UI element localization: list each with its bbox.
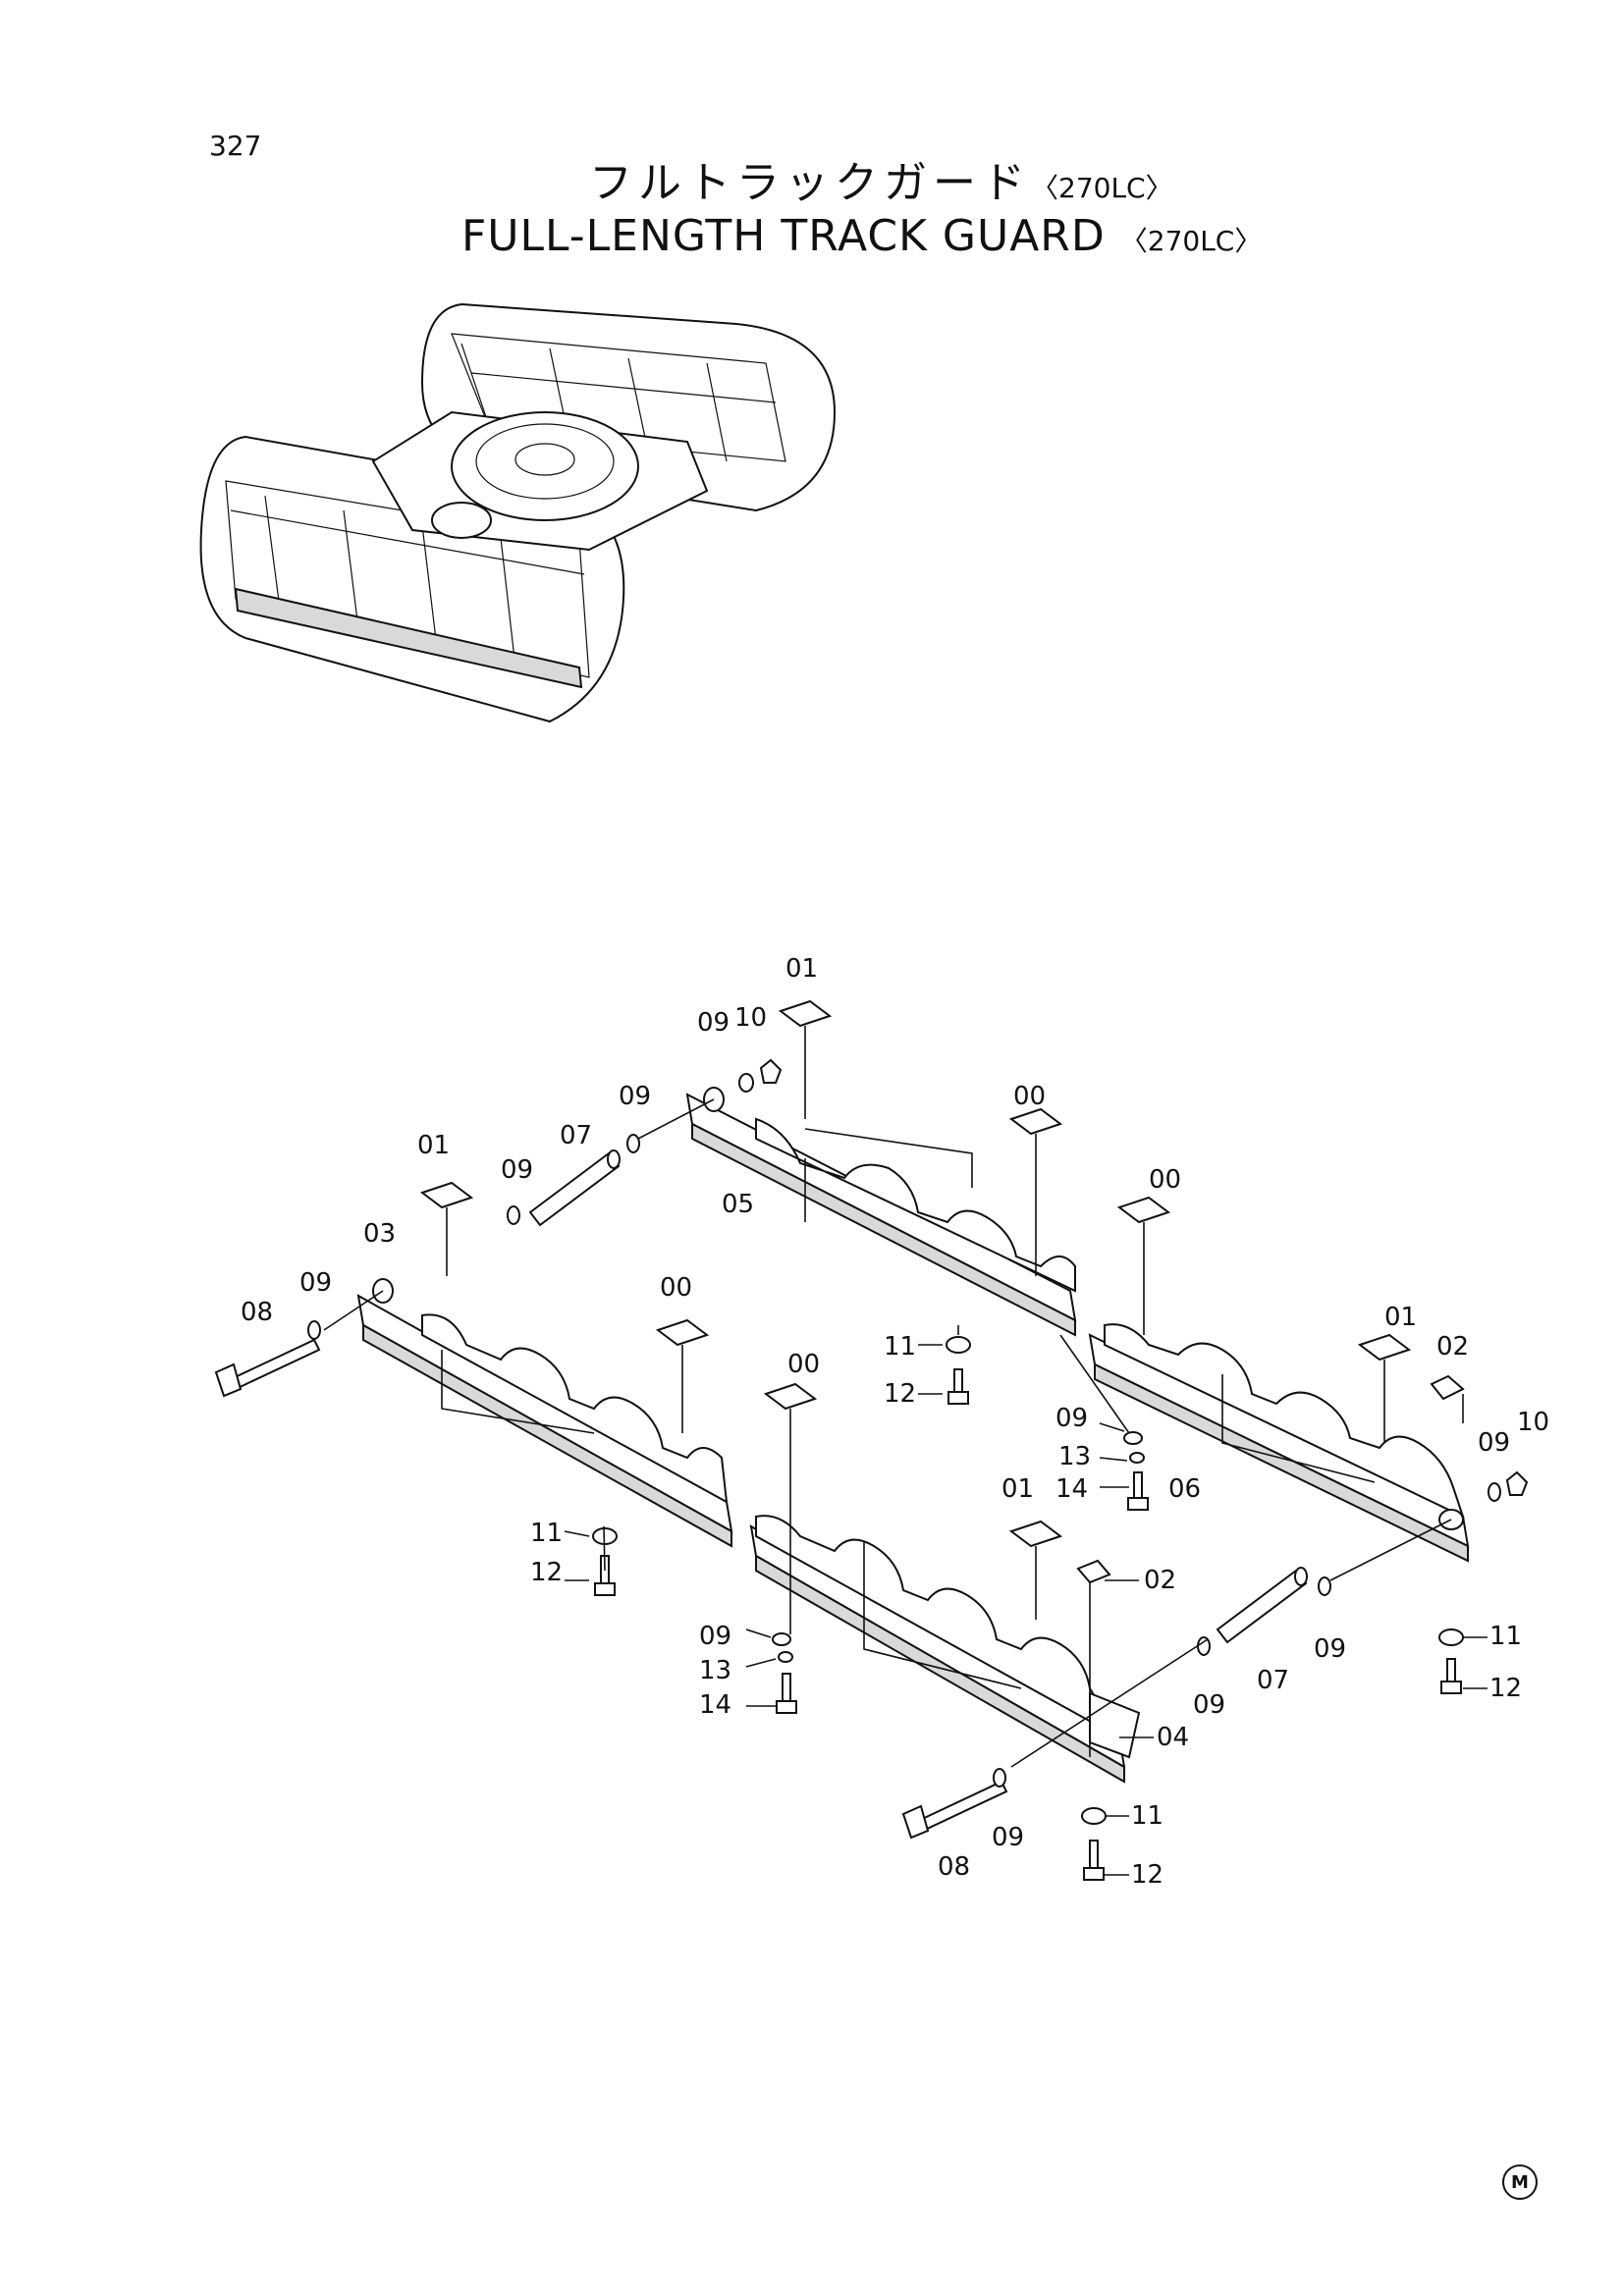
callout-14-mid: 14 <box>1055 1474 1088 1504</box>
center-joint <box>431 502 492 539</box>
guard-rail-04 <box>749 1515 1141 1784</box>
callout-01-right: 01 <box>1384 1303 1417 1332</box>
callout-13-mid: 13 <box>1058 1442 1091 1471</box>
pins <box>528 1149 1308 1644</box>
callout-12-bottom: 12 <box>1131 1860 1163 1890</box>
pin-07-right <box>1216 1569 1308 1644</box>
callout-00-b: 00 <box>1149 1165 1181 1195</box>
swing-bearing <box>451 411 639 521</box>
manufacturer-mark: M <box>1502 2164 1538 2200</box>
callout-00-c: 00 <box>660 1273 692 1303</box>
shim-00-a <box>1008 1107 1063 1136</box>
leader-lines <box>323 1026 1488 1876</box>
title-english: FULL-LENGTH TRACK GUARD 〈270LC〉 <box>461 211 1262 261</box>
shim-01-top <box>778 999 833 1028</box>
callout-12-left: 12 <box>530 1558 563 1587</box>
callout-07-right: 07 <box>1257 1666 1289 1695</box>
title-japanese: フルトラックガード〈270LC〉 <box>589 147 1173 210</box>
callout-06: 06 <box>1168 1474 1201 1504</box>
callout-01-top: 01 <box>785 954 818 984</box>
callout-09-pin: 09 <box>619 1082 651 1111</box>
callout-09-mid: 09 <box>1055 1404 1088 1433</box>
guard-rail-05 <box>685 1087 1077 1337</box>
center-frame <box>371 410 709 552</box>
callout-13-low: 13 <box>699 1656 731 1685</box>
shim-00-c <box>655 1318 710 1347</box>
callout-00-a: 00 <box>1013 1082 1046 1111</box>
pin-07-left <box>528 1151 621 1227</box>
callout-14-low: 14 <box>699 1690 731 1720</box>
callout-09-pin-right: 09 <box>1314 1634 1346 1664</box>
title-en-text: FULL-LENGTH TRACK GUARD <box>461 211 1106 261</box>
callout-09-low: 09 <box>699 1622 731 1651</box>
callout-02-right: 02 <box>1436 1332 1469 1362</box>
spacers-and-bolts <box>592 1336 1464 1881</box>
callout-08-bottom: 08 <box>938 1852 970 1882</box>
callout-12-mid: 12 <box>884 1379 916 1409</box>
callout-05: 05 <box>722 1190 754 1219</box>
bolts-08 <box>214 1338 1008 1840</box>
guard-rail-06 <box>1088 1323 1470 1563</box>
bolt-08-left <box>229 1338 321 1391</box>
callout-12-right: 12 <box>1489 1674 1522 1703</box>
page-number: 327 <box>209 130 262 162</box>
shim-01-left <box>419 1181 474 1209</box>
callout-09-lower: 09 <box>1193 1690 1225 1720</box>
callout-04: 04 <box>1157 1723 1189 1752</box>
callout-labels: 01 09 10 09 00 07 01 00 09 05 03 09 00 0… <box>241 954 1549 1890</box>
undercarriage-illustration <box>199 302 837 723</box>
exploded-view: 01 09 10 09 00 07 01 00 09 05 03 09 00 0… <box>214 954 1549 1890</box>
callout-09-right: 09 <box>1478 1428 1510 1458</box>
nuts-10 <box>759 1058 1529 1496</box>
nut-02-bottom <box>1076 1559 1111 1584</box>
callout-11-mid: 11 <box>884 1332 916 1362</box>
callout-03: 03 <box>363 1219 396 1249</box>
callout-09-bolt: 09 <box>299 1268 332 1298</box>
callout-01-left: 01 <box>417 1131 450 1160</box>
callout-01-bottom: 01 <box>1001 1474 1034 1504</box>
model-tag-jp: 〈270LC〉 <box>1031 172 1173 204</box>
shim-00-b <box>1116 1196 1171 1224</box>
callout-09-left: 09 <box>501 1155 533 1185</box>
shim-00-d <box>763 1382 818 1411</box>
washers-09 <box>307 1073 1501 1788</box>
callout-10-right: 10 <box>1517 1408 1549 1437</box>
callout-09-bottom: 09 <box>992 1823 1024 1852</box>
shim-01-bottom <box>1008 1520 1063 1548</box>
guard-rail-03 <box>356 1278 733 1548</box>
callout-00-d: 00 <box>787 1350 820 1379</box>
callout-11-left: 11 <box>530 1519 563 1548</box>
title-jp-text: フルトラックガード <box>589 158 1031 208</box>
callout-10-top: 10 <box>734 1003 767 1033</box>
callout-07-left: 07 <box>560 1121 592 1150</box>
callout-08-left: 08 <box>241 1298 273 1327</box>
shims <box>419 999 1465 1584</box>
callout-09-top: 09 <box>697 1008 730 1038</box>
shim-01-right <box>1357 1333 1412 1362</box>
callout-02-bottom: 02 <box>1144 1566 1176 1595</box>
model-tag-en: 〈270LC〉 <box>1119 225 1263 257</box>
nut-02-right <box>1430 1374 1465 1401</box>
callout-11-bottom: 11 <box>1131 1801 1163 1831</box>
callout-11-right: 11 <box>1489 1622 1522 1651</box>
